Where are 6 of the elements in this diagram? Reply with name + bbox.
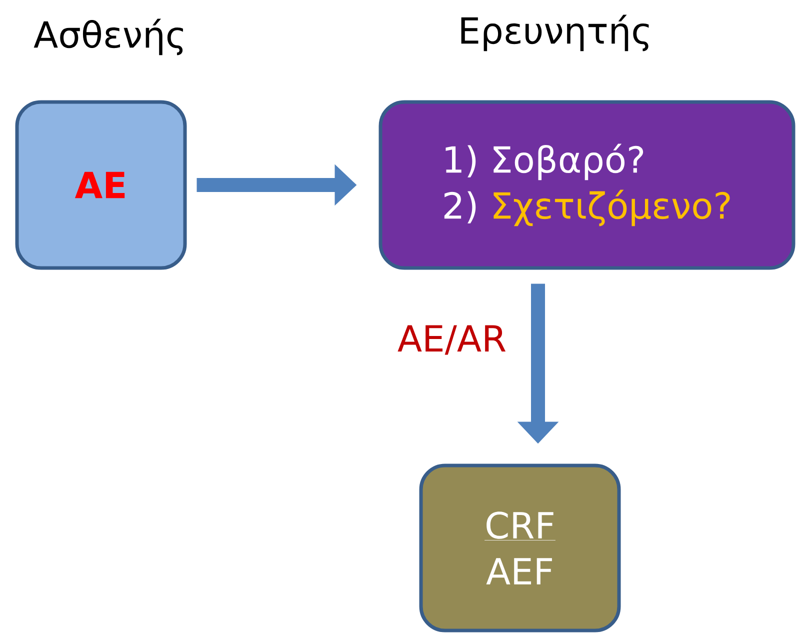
heading: Ασθενής xyxy=(34,18,183,56)
edge-label: AE/AR xyxy=(398,325,506,355)
question-box: 1) Σοβαρό? 2) Σχετιζόμενο? xyxy=(378,100,796,270)
form-box: CRF AEF xyxy=(419,464,621,632)
patient-box: AE xyxy=(15,100,187,270)
heading: Ερευνητής xyxy=(461,14,649,52)
